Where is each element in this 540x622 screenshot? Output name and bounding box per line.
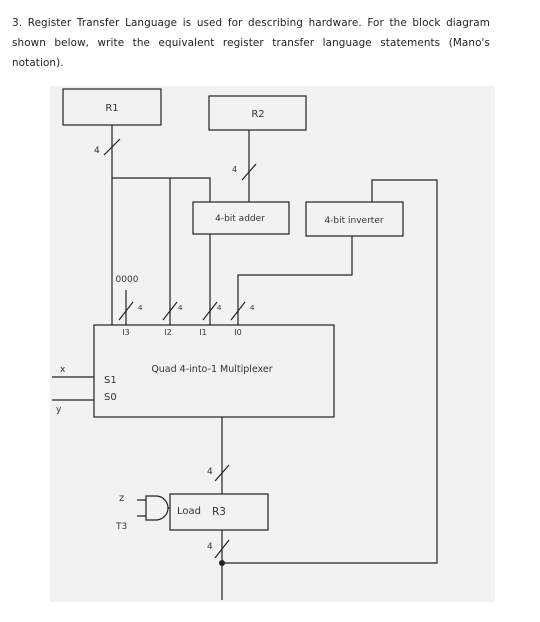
and-gate-inputs — [137, 499, 146, 517]
y-signal-label: y — [56, 405, 62, 415]
bus-slash-i1 — [202, 301, 218, 321]
const-input-label: 0000 — [116, 275, 139, 285]
bus-width-i3: 4 — [138, 304, 143, 312]
bus-slash-i2 — [162, 301, 178, 321]
r3-name-label: R3 — [212, 506, 226, 518]
inverter-to-i0-wire — [237, 236, 353, 325]
and-gate-icon — [145, 495, 169, 521]
adder-box — [192, 201, 290, 235]
bus-slash-r2 — [241, 163, 257, 181]
mux-input-i2: I2 — [164, 328, 171, 337]
r2-label: R2 — [251, 109, 264, 120]
r1-label: R1 — [105, 103, 118, 114]
select-s1-label: S1 — [104, 375, 117, 386]
bus-width-i0: 4 — [250, 304, 255, 312]
register-r2-box — [208, 95, 307, 131]
r3-load-label: Load — [177, 506, 201, 517]
register-r3-box — [169, 493, 269, 531]
bus-slash-r3-in — [214, 464, 230, 482]
mux-input-i3: I3 — [122, 328, 129, 337]
inverter-label: 4-bit inverter — [324, 216, 383, 226]
junction-dot — [219, 560, 225, 566]
bus-width-r1: 4 — [94, 146, 100, 156]
z-signal-label: z — [119, 493, 124, 504]
mux-input-i1: I1 — [199, 328, 206, 337]
question-text: 3. Register Transfer Language is used fo… — [12, 17, 490, 69]
bus-width-i2: 4 — [178, 304, 183, 312]
x-signal-label: x — [60, 365, 66, 375]
bus-width-i1: 4 — [217, 304, 222, 312]
select-s0-label: S0 — [104, 392, 117, 403]
t3-signal-label: T3 — [115, 522, 127, 532]
bus-slash-r1 — [103, 138, 121, 156]
diagram-background — [50, 86, 495, 602]
multiplexer-box — [93, 324, 335, 418]
bus-width-r3-out: 4 — [207, 542, 213, 552]
feedback-wire — [222, 179, 438, 564]
bus-width-r2: 4 — [232, 165, 237, 174]
bus-slash-r3-out — [214, 539, 230, 559]
mux-input-i0: I0 — [234, 328, 241, 337]
bus-slash-i3 — [118, 301, 134, 321]
r1-to-adder-wire — [111, 125, 211, 202]
mux-title: Quad 4-into-1 Multiplexer — [151, 364, 272, 375]
bus-width-r3-in: 4 — [207, 467, 213, 477]
adder-label: 4-bit adder — [215, 214, 265, 224]
inverter-box — [305, 201, 404, 237]
bus-slash-i0 — [230, 301, 246, 321]
